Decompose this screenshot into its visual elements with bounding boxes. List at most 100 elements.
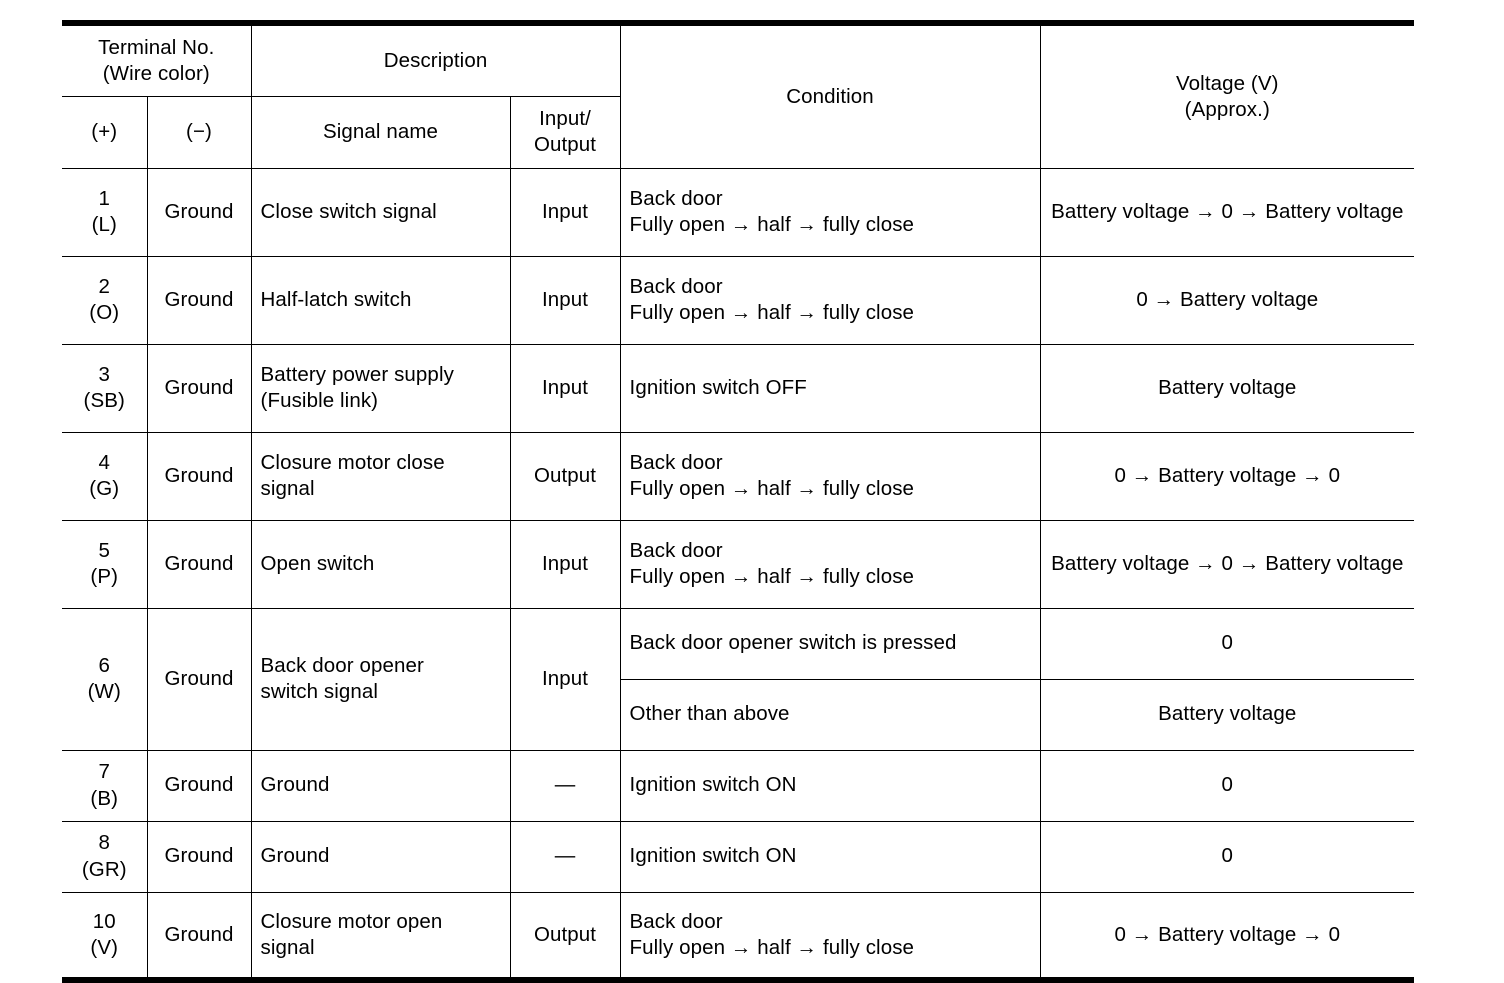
cell-terminal-no: 3 (SB) <box>62 343 148 433</box>
condition-line2: Fully open → half → fully close <box>629 301 915 324</box>
condition-line1: Back door <box>629 274 723 298</box>
cell-voltage: 0 → Battery voltage → 0 <box>1039 431 1415 521</box>
wire-color: (P) <box>90 565 119 588</box>
cell-ground-reference: Ground <box>146 891 252 981</box>
cell-condition: Ignition switch ON <box>619 749 1041 822</box>
table-header: Terminal No. (Wire color) Description Co… <box>62 22 1415 169</box>
cell-terminal-no: 5 (P) <box>62 519 148 609</box>
signal-name-line1: Back door opener <box>260 653 424 677</box>
cell-input-output: Input <box>509 255 621 345</box>
signal-name-line1: Battery power supply <box>260 362 454 386</box>
cell-input-output: Input <box>509 343 621 433</box>
cell-voltage: 0 → Battery voltage <box>1039 255 1415 345</box>
terminal-number: 4 <box>98 450 110 474</box>
cell-voltage: Battery voltage → 0 → Battery voltage <box>1039 519 1415 609</box>
cell-input-output: Output <box>509 891 621 981</box>
header-row-top: Terminal No. (Wire color) Description Co… <box>62 22 1415 169</box>
terminal-number: 7 <box>98 760 110 784</box>
cell-voltage: Battery voltage <box>1039 343 1415 433</box>
cell-ground-reference: Ground <box>146 255 252 345</box>
cell-signal-name: Ground <box>250 820 511 893</box>
header-input-output-line2: Output <box>533 133 597 156</box>
condition-line1: Back door <box>629 909 723 933</box>
cell-condition: Back door opener switch is pressed <box>619 607 1041 680</box>
table-row: Other than above Battery voltage <box>62 678 1415 751</box>
cell-input-output: — <box>509 749 621 822</box>
terminal-number: 1 <box>98 186 110 210</box>
cell-ground-reference: Ground <box>146 749 252 822</box>
terminal-number: 8 <box>98 831 110 855</box>
signal-name-line1: Closure motor open <box>260 909 443 933</box>
cell-voltage: Battery voltage → 0 → Battery voltage <box>1039 167 1415 257</box>
header-signal-name: Signal name <box>250 95 511 169</box>
cell-terminal-no: 4(G) <box>62 431 148 521</box>
header-input-output-line1: Input/ <box>539 106 591 130</box>
condition-line1: Ignition switch ON <box>629 844 797 868</box>
cell-input-output: Input <box>509 167 621 257</box>
wire-color: (SB) <box>83 389 125 412</box>
cell-ground-reference: Ground <box>146 607 252 751</box>
condition-line2: Fully open → half → fully close <box>629 213 915 236</box>
cell-terminal-no: 7(B) <box>62 749 148 822</box>
cell-signal-name: Close switch signal <box>250 167 511 257</box>
page-root: Terminal No. (Wire color) Description Co… <box>62 20 1415 983</box>
cell-terminal-no: 6 (W) <box>62 607 148 751</box>
terminal-number: 2 <box>98 274 110 298</box>
signal-name-line2: signal <box>260 935 315 959</box>
header-description: Description <box>250 22 621 97</box>
header-minus: (−) <box>146 95 252 169</box>
terminal-number: 6 <box>98 653 110 677</box>
header-voltage: Voltage (V) (Approx.) <box>1039 22 1415 169</box>
cell-ground-reference: Ground <box>146 431 252 521</box>
wire-color: (O) <box>89 301 120 324</box>
cell-voltage: 0 <box>1039 820 1415 893</box>
terminal-number: 3 <box>98 362 110 386</box>
header-plus: (+) <box>62 95 148 169</box>
wire-color: (W) <box>87 680 121 703</box>
cell-ground-reference: Ground <box>146 820 252 893</box>
condition-line2: Fully open → half → fully close <box>629 935 915 959</box>
cell-voltage: 0 <box>1039 607 1415 680</box>
wire-color: (GR) <box>81 857 127 881</box>
header-input-output: Input/ Output <box>509 95 621 169</box>
condition-line1: Other than above <box>629 702 790 726</box>
terminal-number: 5 <box>98 538 110 562</box>
header-terminal-no-line1: Terminal No. <box>98 35 215 59</box>
cell-input-output: Input <box>509 607 621 751</box>
header-condition: Condition <box>619 22 1041 169</box>
cell-input-output: — <box>509 820 621 893</box>
cell-terminal-no: 1 (L) <box>62 167 148 257</box>
wire-color: (B) <box>90 786 119 810</box>
condition-line2: Fully open → half → fully close <box>629 565 915 588</box>
cell-signal-name: Ground <box>250 749 511 822</box>
cell-ground-reference: Ground <box>146 519 252 609</box>
cell-input-output: Output <box>509 431 621 521</box>
cell-ground-reference: Ground <box>146 167 252 257</box>
wire-color: (V) <box>90 935 119 959</box>
condition-line1: Ignition switch ON <box>629 773 797 797</box>
header-terminal-no: Terminal No. (Wire color) <box>62 22 252 97</box>
condition-line1: Ignition switch OFF <box>629 375 807 399</box>
wire-color: (L) <box>91 213 117 236</box>
condition-line1: Back door <box>629 186 723 210</box>
terminal-number: 10 <box>92 909 116 933</box>
condition-line2: Fully open → half → fully close <box>629 477 915 500</box>
terminal-spec-table-container: Terminal No. (Wire color) Description Co… <box>62 20 1415 983</box>
header-voltage-line2: (Approx.) <box>1184 97 1270 121</box>
cell-voltage: Battery voltage <box>1039 678 1415 751</box>
signal-name-line2: signal <box>260 477 315 500</box>
